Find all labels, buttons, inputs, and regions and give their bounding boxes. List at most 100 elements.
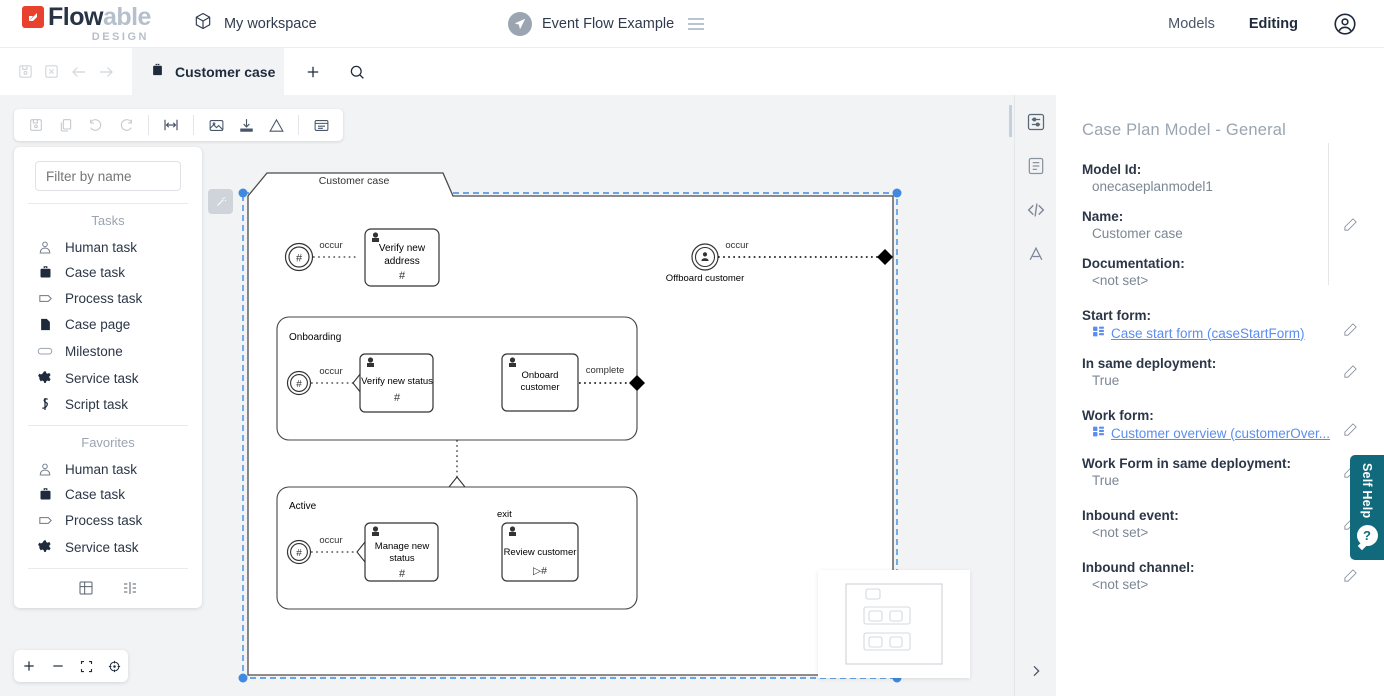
palette-item-process-task[interactable]: Process task: [14, 285, 202, 312]
document-title: Event Flow Example: [542, 15, 675, 32]
property-row-name: Name: Customer case: [1082, 209, 1384, 241]
svg-text:Offboard customer: Offboard customer: [666, 273, 745, 284]
copy-icon[interactable]: [52, 111, 80, 139]
palette-item-service-task[interactable]: Service task: [14, 365, 202, 391]
help-question-icon: ?: [1356, 525, 1378, 547]
fit-screen-icon[interactable]: [79, 659, 94, 674]
right-icon-rail: [1008, 95, 1056, 696]
favorite-item-process-task[interactable]: Process task: [14, 507, 202, 534]
edit-pencil-icon[interactable]: [1343, 217, 1358, 237]
close-box-icon[interactable]: [43, 63, 60, 80]
nav-editing[interactable]: Editing: [1248, 15, 1298, 32]
nav-models[interactable]: Models: [1168, 15, 1215, 32]
palette-item-human-task[interactable]: Human task: [14, 234, 202, 260]
property-key: Start form:: [1082, 308, 1152, 323]
diagram-canvas[interactable]: Tasks Human task Case task Process task: [0, 95, 1014, 696]
text-annotation-icon[interactable]: [1023, 241, 1049, 267]
brand-logo[interactable]: Flowable DESIGN: [22, 2, 152, 43]
case-plan-label: Customer case: [319, 175, 390, 187]
palette-item-script-task[interactable]: Script task: [14, 391, 202, 417]
search-icon[interactable]: [348, 63, 366, 81]
palette-item-case-page[interactable]: Case page: [14, 312, 202, 337]
palette-item-label: Process task: [65, 291, 143, 306]
download-icon[interactable]: [232, 111, 260, 139]
property-link-text: Customer overview (customerOver...: [1111, 425, 1331, 441]
toolbar-divider-3: [298, 115, 299, 135]
svg-text:Review customer: Review customer: [504, 547, 577, 558]
palette-item-milestone[interactable]: Milestone: [14, 337, 202, 365]
arrow-right-icon[interactable]: [97, 63, 115, 81]
cube-icon: [193, 11, 213, 36]
case-briefcase-icon: [150, 62, 165, 82]
top-bar: Flowable DESIGN My workspace Event Flow …: [0, 0, 1384, 48]
self-help-label: Self Help: [1360, 463, 1374, 519]
zoom-in-icon[interactable]: [21, 658, 37, 674]
property-value-link[interactable]: Case start form (caseStartForm): [1082, 325, 1338, 341]
reset-zoom-icon[interactable]: [107, 659, 122, 674]
element-palette: Tasks Human task Case task Process task: [14, 147, 202, 608]
property-row-work-form: Work form: Customer overview (customerOv…: [1082, 408, 1384, 441]
documentation-icon[interactable]: [1023, 153, 1049, 179]
edit-pencil-icon[interactable]: [1343, 568, 1358, 588]
top-nav: Models Editing: [1168, 11, 1384, 37]
logo-text-dark: Flow: [48, 2, 103, 31]
favorite-item-case-task[interactable]: Case task: [14, 482, 202, 507]
hamburger-icon[interactable]: [688, 17, 705, 30]
property-key: Documentation:: [1082, 256, 1185, 271]
magic-wand-icon[interactable]: [208, 189, 233, 214]
svg-text:Verify new: Verify new: [379, 243, 426, 254]
toggle-panel-icon[interactable]: [307, 111, 335, 139]
plus-icon[interactable]: [304, 63, 322, 81]
properties-panel-icon[interactable]: [1008, 105, 1049, 137]
svg-text:Verify new status: Verify new status: [361, 376, 433, 387]
user-circle-icon[interactable]: [1332, 11, 1358, 37]
property-value: True: [1092, 373, 1120, 388]
svg-text:exit: exit: [497, 509, 512, 520]
tab-label: Customer case: [175, 63, 276, 80]
validation-warning-icon[interactable]: [262, 111, 290, 139]
property-link-text: Case start form (caseStartForm): [1111, 325, 1305, 341]
zoom-out-icon[interactable]: [50, 658, 66, 674]
property-value-link[interactable]: Customer overview (customerOver...: [1082, 425, 1338, 441]
edit-pencil-icon[interactable]: [1343, 322, 1358, 342]
service-task-icon: [36, 539, 54, 555]
fit-width-icon[interactable]: [157, 111, 185, 139]
palette-filter-input[interactable]: [35, 161, 181, 191]
logo-text-light: able: [102, 2, 152, 31]
svg-text:occur: occur: [319, 240, 342, 251]
document-title-group[interactable]: Event Flow Example: [508, 11, 705, 36]
grid-layout-icon[interactable]: [78, 580, 94, 596]
property-row-documentation: Documentation: <not set>: [1082, 256, 1384, 288]
palette-item-label: Service task: [65, 370, 139, 386]
palette-item-case-task[interactable]: Case task: [14, 260, 202, 285]
source-code-icon[interactable]: [1023, 197, 1049, 223]
svg-text:#: #: [296, 253, 303, 265]
edit-pencil-icon[interactable]: [1343, 422, 1358, 442]
svg-text:customer: customer: [520, 382, 559, 393]
save-icon[interactable]: [22, 111, 50, 139]
self-help-tab[interactable]: Self Help ?: [1350, 455, 1384, 560]
save-disabled-icon[interactable]: [17, 63, 34, 80]
logo-subtitle: DESIGN: [91, 30, 149, 43]
diagram-minimap[interactable]: [818, 570, 970, 678]
favorite-item-human-task[interactable]: Human task: [14, 456, 202, 482]
tab-customer-case[interactable]: Customer case: [132, 48, 284, 95]
collapse-palette-icon[interactable]: [122, 580, 138, 596]
favorite-item-service-task[interactable]: Service task: [14, 534, 202, 560]
chevron-right-icon[interactable]: [1028, 663, 1044, 684]
workspace-button[interactable]: My workspace: [193, 11, 317, 36]
stage-label-onboarding: Onboarding: [289, 332, 341, 343]
milestone-icon: [36, 342, 54, 360]
palette-item-label: Service task: [65, 539, 139, 555]
toolbar-divider-2: [193, 115, 194, 135]
form-icon: [1092, 425, 1105, 441]
undo-icon[interactable]: [82, 111, 110, 139]
palette-item-label: Case task: [65, 265, 126, 280]
export-image-icon[interactable]: [202, 111, 230, 139]
property-key: Inbound channel:: [1082, 560, 1195, 575]
arrow-left-icon[interactable]: [70, 63, 88, 81]
edit-pencil-icon[interactable]: [1343, 364, 1358, 384]
palette-section-favorites-title: Favorites: [81, 435, 135, 450]
redo-icon[interactable]: [112, 111, 140, 139]
palette-item-label: Script task: [65, 396, 129, 412]
